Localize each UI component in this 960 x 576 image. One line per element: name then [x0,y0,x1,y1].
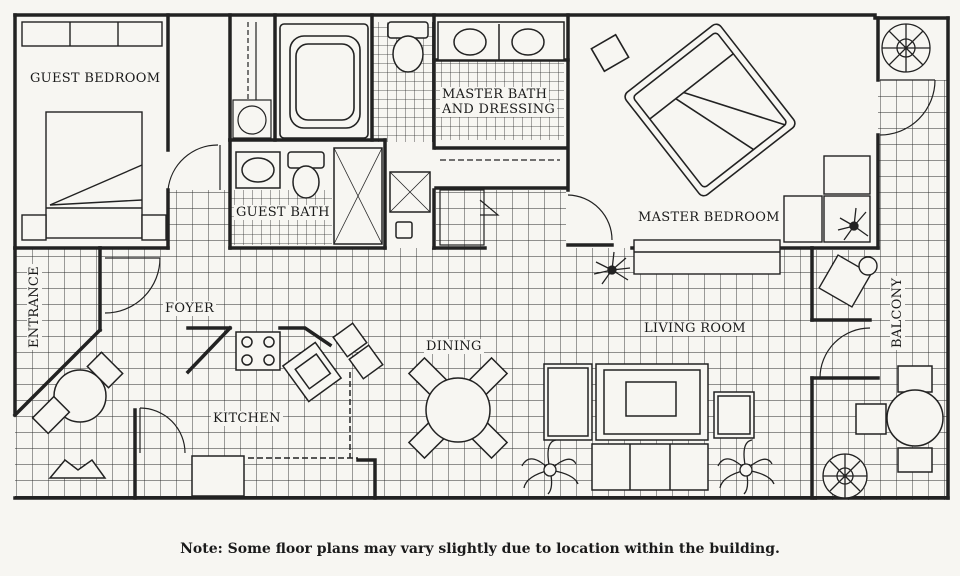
walls [12,13,950,500]
floor-plan-note: Note: Some floor plans may vary slightly… [180,541,780,557]
room-label-master-bath-line1: MASTER BATH [440,87,550,102]
master-bed [590,23,796,197]
room-label-master-bath-line2: AND DRESSING [440,102,558,117]
room-label-guest-bedroom: GUEST BEDROOM [28,71,163,86]
room-label-kitchen: KITCHEN [211,411,283,426]
plants [521,23,931,499]
entrance-table [31,351,124,479]
bathtub [279,23,369,139]
dining-set [407,356,509,460]
living-furniture [543,363,755,491]
room-label-balcony: BALCONY [890,275,905,350]
room-label-living-room: LIVING ROOM [642,321,748,336]
room-label-entrance: ENTRANCE [27,264,42,350]
room-label-master-bedroom: MASTER BEDROOM [636,210,782,225]
guest-bed [21,21,167,241]
room-label-dining: DINING [424,339,484,354]
room-label-guest-bath: GUEST BATH [234,205,332,220]
kitchen-fixtures [191,322,384,497]
balcony-set [855,365,944,473]
doors [104,79,936,454]
master-furniture [633,155,878,308]
room-label-foyer: FOYER [163,301,217,316]
closets [232,22,560,246]
master-fixtures [387,21,565,73]
guest-bath-fixtures [235,147,431,245]
